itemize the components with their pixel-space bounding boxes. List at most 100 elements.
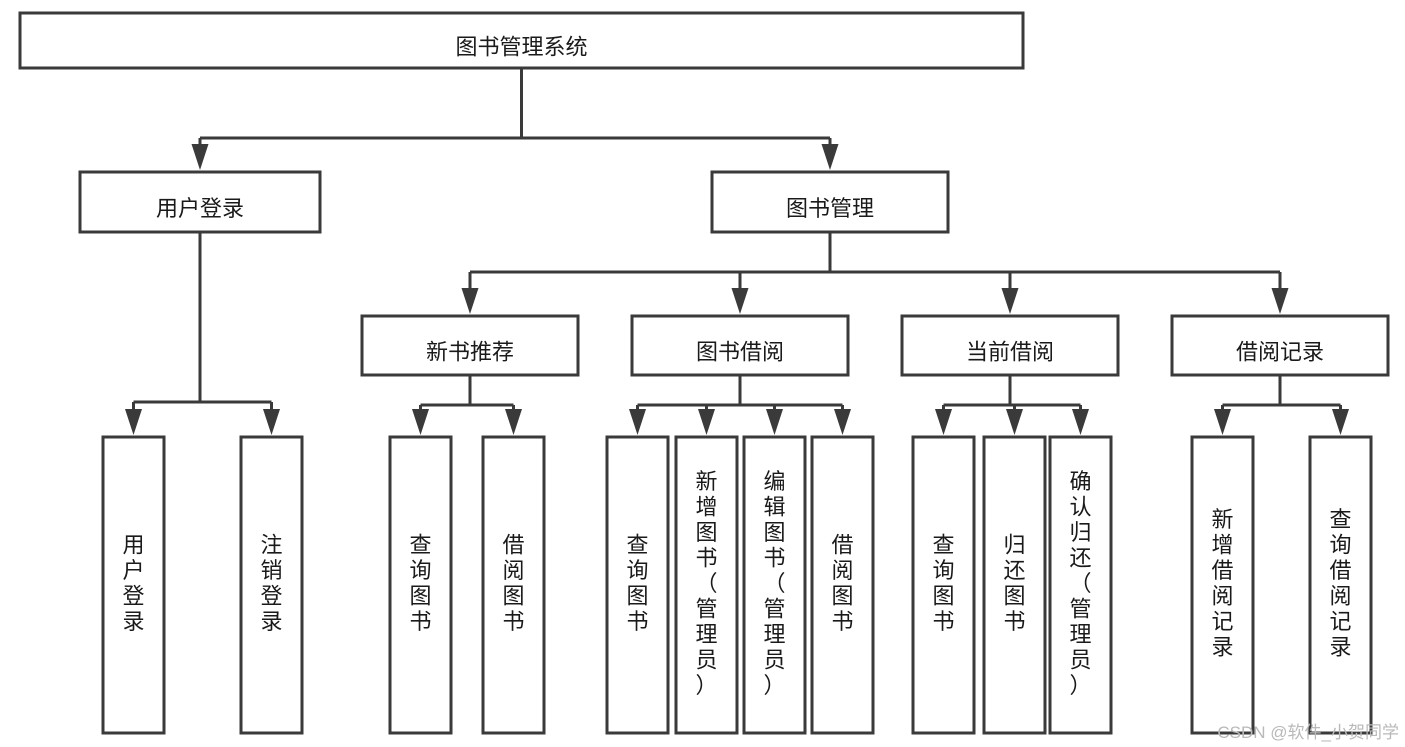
node-label-char: 录 (260, 609, 282, 634)
arrow-head-icon (1332, 409, 1349, 435)
node-box (101, 435, 166, 735)
node-label-char: ） (695, 673, 717, 698)
node-label-char: 编 (763, 469, 785, 494)
arrow-head-icon (1271, 288, 1289, 314)
connector-root-to-level2 (191, 68, 839, 170)
arrow-head-icon (1214, 409, 1231, 435)
node-label-char: 书 (695, 545, 717, 570)
arrow-head-icon (731, 288, 749, 314)
node-box (388, 435, 453, 735)
arrow-head-icon (125, 409, 142, 435)
arrow-head-icon (935, 409, 952, 435)
node-label-char: 户 (122, 558, 144, 583)
node-label-char: 图 (626, 584, 648, 609)
connectors-layer (125, 68, 1349, 435)
node-new-book-recommend[interactable]: 新书推荐 (360, 314, 580, 377)
arrow-head-icon (263, 409, 280, 435)
connector-book-borrow-to-leaves (629, 375, 851, 435)
arrow-head-icon (766, 409, 783, 435)
node-book-manage[interactable]: 图书管理 (710, 170, 950, 234)
node-label-char: 增 (695, 494, 717, 519)
node-label-char: 图 (1003, 584, 1025, 609)
node-label-char: 书 (502, 609, 524, 634)
node-label-char: ） (1069, 673, 1091, 698)
arrow-head-icon (191, 144, 209, 170)
node-label-char: 阅 (502, 558, 524, 583)
connector-new-book-recommend-to-leaves (412, 375, 522, 435)
connector-user-login-to-leaves (125, 232, 280, 435)
node-box (1048, 435, 1113, 735)
node-label-char: 确 (1069, 469, 1091, 494)
node-root[interactable]: 图书管理系统 (18, 11, 1025, 70)
node-label-char: （ (1069, 571, 1091, 596)
arrow-head-icon (1006, 409, 1023, 435)
node-label-char: 员 (695, 647, 717, 672)
node-borrow-record[interactable]: 借阅记录 (1170, 314, 1390, 377)
arrow-head-icon (1072, 409, 1089, 435)
node-label-char: （ (763, 571, 785, 596)
node-current-borrow[interactable]: 当前借阅 (900, 314, 1120, 377)
node-label-char: 图 (502, 584, 524, 609)
arrow-head-icon (461, 288, 479, 314)
node-label-char: 询 (409, 558, 431, 583)
node-label-char: 录 (122, 609, 144, 634)
node-box (630, 314, 850, 377)
node-box (710, 170, 950, 234)
node-user-login[interactable]: 用户登录 (78, 170, 322, 234)
node-leaf-user-login[interactable]: 用户登录 (101, 435, 166, 735)
connector-current-borrow-to-leaves (935, 375, 1089, 435)
node-label: 图书借阅 (696, 339, 784, 364)
arrow-head-icon (1001, 288, 1019, 314)
arrow-head-icon (412, 409, 429, 435)
node-label-char: 归 (1069, 520, 1091, 545)
node-label-char: 销 (260, 558, 282, 583)
node-label-char: 图 (763, 520, 785, 545)
node-label-char: 管 (763, 596, 785, 621)
node-label-char: 录 (1211, 635, 1233, 660)
node-label-char: 理 (763, 622, 785, 647)
node-box (1308, 435, 1373, 735)
node-label-char: 图 (831, 584, 853, 609)
node-box (78, 170, 322, 234)
arrow-head-icon (629, 409, 646, 435)
node-label-char: 书 (763, 545, 785, 570)
node-label-char: 还 (1003, 558, 1025, 583)
node-label-char: 查 (626, 533, 648, 558)
node-label-char: 登 (260, 584, 282, 609)
node-box (674, 435, 739, 735)
node-label-char: 用 (122, 533, 144, 558)
node-box (18, 11, 1025, 70)
node-label-char: ） (763, 673, 785, 698)
node-label: 借阅记录 (1236, 339, 1324, 364)
node-label-char: 记 (1329, 609, 1351, 634)
node-label-char: 管 (1069, 596, 1091, 621)
node-label-char: 查 (932, 533, 954, 558)
node-label-char: 还 (1069, 545, 1091, 570)
arrow-head-icon (821, 144, 839, 170)
node-box (742, 435, 807, 735)
node-label-char: 书 (409, 609, 431, 634)
node-label-char: 书 (1003, 609, 1025, 634)
node-book-borrow[interactable]: 图书借阅 (630, 314, 850, 377)
node-label-char: 辑 (763, 494, 785, 519)
node-label-char: 书 (626, 609, 648, 634)
node-label-char: 查 (409, 533, 431, 558)
node-label-char: 借 (831, 533, 853, 558)
node-label: 当前借阅 (966, 339, 1054, 364)
node-box (900, 314, 1120, 377)
node-box (1170, 314, 1390, 377)
node-label: 用户登录 (156, 196, 244, 221)
